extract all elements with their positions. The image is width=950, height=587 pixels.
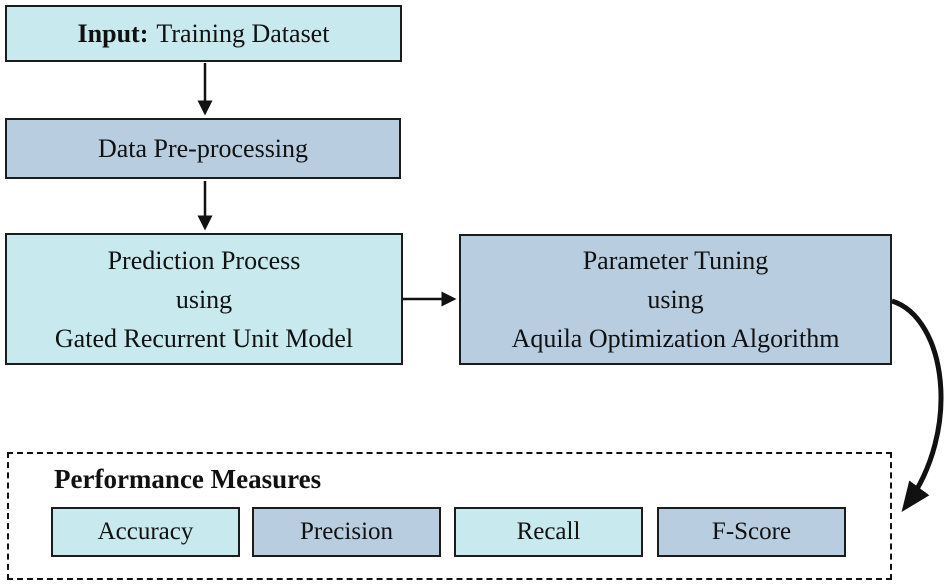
performance-measures-panel: Performance Measures Accuracy Precision … — [7, 452, 892, 580]
tuning-box-line3: Aquila Optimization Algorithm — [511, 324, 840, 353]
arrow-tuning-to-performance — [891, 298, 944, 513]
preprocessing-box-label: Data Pre-processing — [97, 134, 309, 163]
input-box-text: Input: Training Dataset — [78, 14, 330, 53]
measure-recall: Recall — [454, 507, 643, 557]
input-box-prefix: Input: — [77, 19, 149, 48]
measure-precision: Precision — [252, 507, 441, 557]
prediction-box: Prediction Process using Gated Recurrent… — [5, 233, 403, 365]
input-box-label: Training Dataset — [156, 19, 330, 48]
tuning-box-line1: Parameter Tuning — [582, 246, 769, 275]
measure-accuracy: Accuracy — [51, 507, 240, 557]
preprocessing-box: Data Pre-processing — [5, 118, 401, 179]
measure-fscore: F-Score — [657, 507, 846, 557]
performance-measures-title: Performance Measures — [54, 464, 322, 494]
input-box: Input: Training Dataset — [5, 5, 402, 62]
tuning-box: Parameter Tuning using Aquila Optimizati… — [459, 234, 892, 365]
prediction-box-line2: using — [175, 284, 233, 314]
tuning-box-line2: using — [647, 285, 704, 314]
prediction-box-line1: Prediction Process — [107, 245, 301, 275]
prediction-box-line3: Gated Recurrent Unit Model — [54, 323, 354, 353]
